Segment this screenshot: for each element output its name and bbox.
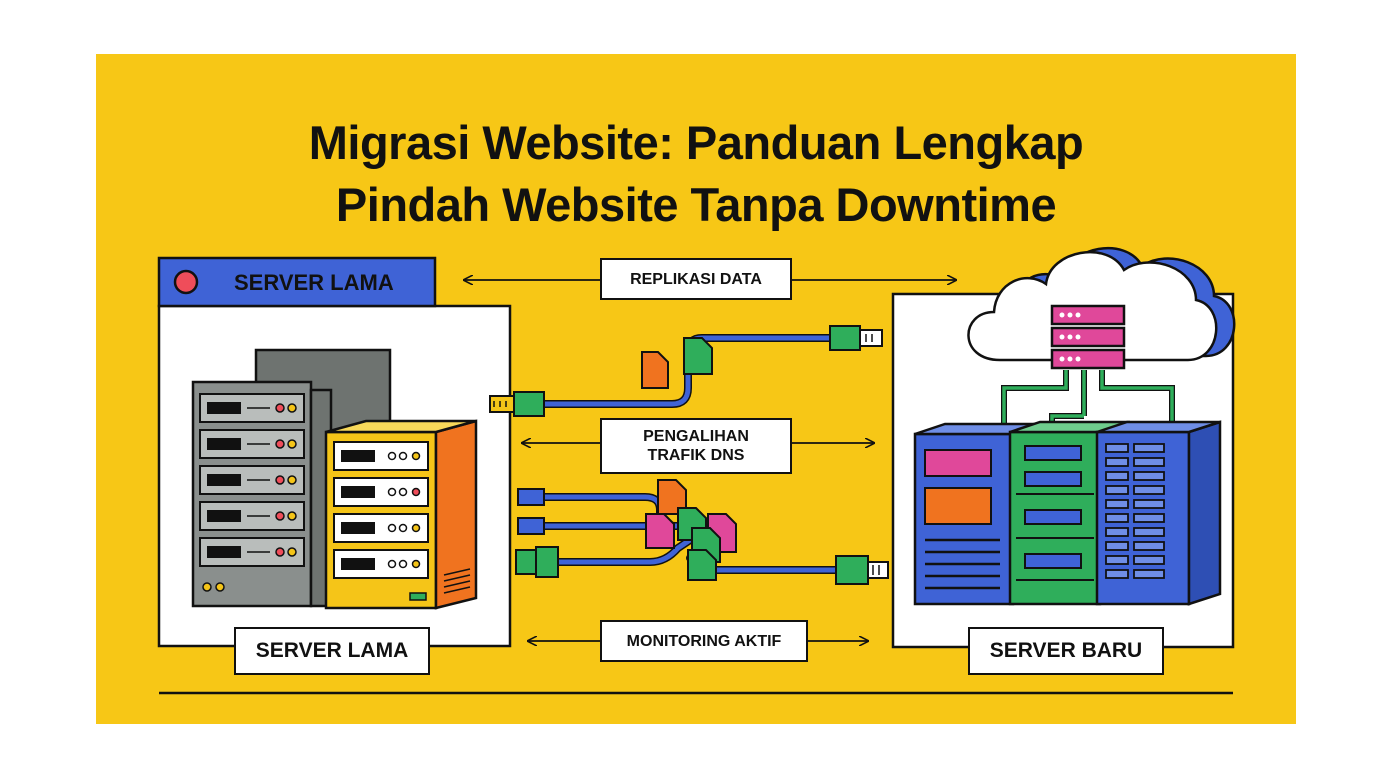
window-dot-icon	[173, 269, 199, 295]
old-server-header-label: SERVER LAMA	[234, 270, 394, 295]
database-icon	[1050, 304, 1126, 370]
file-icon	[641, 337, 737, 581]
dns-switch-label-line-2: TRAFIK DNS	[647, 447, 745, 464]
old-server-caption: SERVER LAMA	[234, 627, 430, 675]
title-line-2: Pindah Website Tanpa Downtime	[335, 178, 1057, 231]
monitoring-label: MONITORING AKTIF	[600, 620, 808, 662]
title-line-1: Migrasi Website: Panduan Lengkap	[308, 116, 1084, 169]
new-server-rack-icon	[913, 420, 1222, 606]
dns-switch-label: PENGALIHAN TRAFIK DNS	[600, 418, 792, 474]
double-arrow-icon	[464, 280, 956, 641]
new-server-caption-text: SERVER BARU	[989, 639, 1143, 662]
monitoring-label-text: MONITORING AKTIF	[626, 632, 782, 650]
replication-label-text: REPLIKASI DATA	[630, 270, 762, 288]
page-title: Migrasi Website: Panduan Lengkap Pindah …	[96, 112, 1296, 236]
server-rack-icon	[191, 348, 478, 610]
new-server-caption: SERVER BARU	[968, 627, 1164, 675]
old-server-caption-text: SERVER LAMA	[255, 639, 409, 662]
dns-switch-label-line-1: PENGALIHAN	[643, 428, 749, 445]
replication-label: REPLIKASI DATA	[600, 258, 792, 300]
network-plug-icon	[489, 325, 889, 585]
